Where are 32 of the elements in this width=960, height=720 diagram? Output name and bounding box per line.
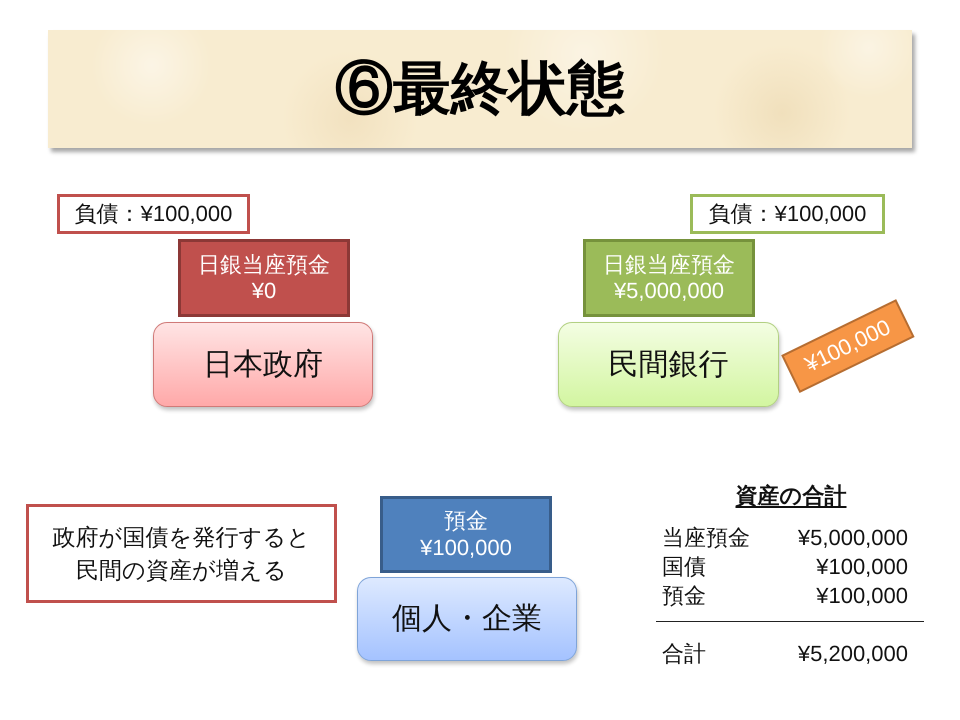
page-title: ⑥最終状態 bbox=[335, 56, 625, 122]
liability-text: 負債：¥100,000 bbox=[708, 200, 866, 228]
amount-tag bbox=[781, 298, 915, 394]
total-value: ¥5,200,000 bbox=[798, 641, 908, 668]
amount-value: ¥100,000 bbox=[816, 554, 908, 580]
amount-text: ¥5,000,000 bbox=[614, 278, 724, 304]
account-box bbox=[178, 239, 350, 317]
amount-value: ¥100,000 bbox=[816, 583, 908, 610]
row-label: 当座預金 bbox=[662, 525, 750, 552]
liability-text: 負債：¥100,000 bbox=[74, 200, 232, 228]
account-box bbox=[380, 496, 552, 573]
account-name: 日銀当座預金 bbox=[603, 252, 735, 278]
entity-box bbox=[153, 322, 373, 407]
row-label: 預金 bbox=[662, 583, 706, 610]
note-text: 政府が国債を発行すると民間の資産が増える bbox=[51, 523, 312, 584]
entity-name: 民間銀行 bbox=[608, 346, 728, 382]
entity-box bbox=[357, 577, 577, 661]
total-label: 合計 bbox=[662, 641, 706, 668]
table-heading: 資産の合計 bbox=[736, 483, 846, 510]
row-label: 国債 bbox=[662, 554, 706, 580]
account-box bbox=[583, 239, 755, 317]
liability-box bbox=[690, 194, 885, 234]
entity-name: 個人・企業 bbox=[392, 601, 542, 637]
entity-box bbox=[558, 322, 779, 407]
amount-text: ¥100,000 bbox=[420, 534, 512, 561]
note-box bbox=[26, 504, 337, 603]
account-name: 日銀当座預金 bbox=[198, 252, 330, 278]
amount-text: ¥0 bbox=[252, 278, 276, 304]
entity-name: 日本政府 bbox=[203, 346, 323, 382]
amount-value: ¥5,000,000 bbox=[798, 525, 908, 552]
account-name: 預金 bbox=[444, 508, 488, 534]
liability-box bbox=[57, 194, 250, 234]
